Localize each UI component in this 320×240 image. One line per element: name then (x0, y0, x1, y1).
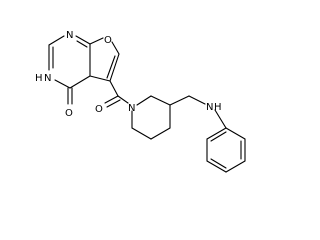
bond-ph-2 (206, 160, 227, 173)
bond-carbonyl-n (117, 95, 129, 104)
atom-n1: N (66, 30, 73, 41)
molecule-canvas: N H N O O O N N H (35, 30, 246, 173)
bond-c6-c5-double (106, 55, 116, 79)
bond-c4-n3 (54, 79, 71, 89)
bond-c4-ch2 (169, 95, 190, 106)
atom-n3: N (44, 73, 51, 84)
bond-pip-c5-c6 (131, 127, 152, 140)
bond-o-c6 (111, 41, 120, 55)
bond-ph-2-double (210, 158, 227, 169)
bond-carbonyl-o-double (106, 99, 121, 108)
bond-c5-c4a (89, 75, 111, 82)
atom-o-amide: O (95, 104, 103, 115)
atom-o-lactam: O (65, 108, 73, 119)
bond-nh-ch2 (214, 109, 227, 129)
bond-c7a-o (89, 37, 104, 45)
atom-n-amine: N (206, 102, 213, 113)
bond-c2-n1 (48, 35, 65, 46)
atom-o-furan: O (104, 35, 112, 46)
bond-n1-c7a-double (76, 40, 88, 48)
bond-pip-n-c2 (136, 95, 152, 106)
bond-c6-c5 (109, 53, 120, 82)
atom-h-amine: H (214, 102, 222, 113)
atom-n-piperidine: N (128, 103, 135, 114)
bond-ch2-phenyl (206, 127, 227, 140)
bond-carbonyl-o (104, 95, 119, 104)
bond-c4a-c4 (69, 75, 91, 89)
bond-ph-6-double (210, 131, 227, 142)
molecule-structure: N H N O O O N N H (35, 30, 246, 173)
bond-n1-c7a (75, 35, 91, 45)
bond-ch2-nh (188, 95, 206, 105)
bond-c5-carbonyl (109, 80, 119, 97)
bond-pip-c2-c3 (150, 95, 171, 106)
atom-n3-h: H (35, 73, 43, 84)
bond-ph-5 (225, 127, 246, 140)
bond-pip-c4-c5 (150, 127, 171, 140)
bond-ph-3 (225, 160, 246, 173)
